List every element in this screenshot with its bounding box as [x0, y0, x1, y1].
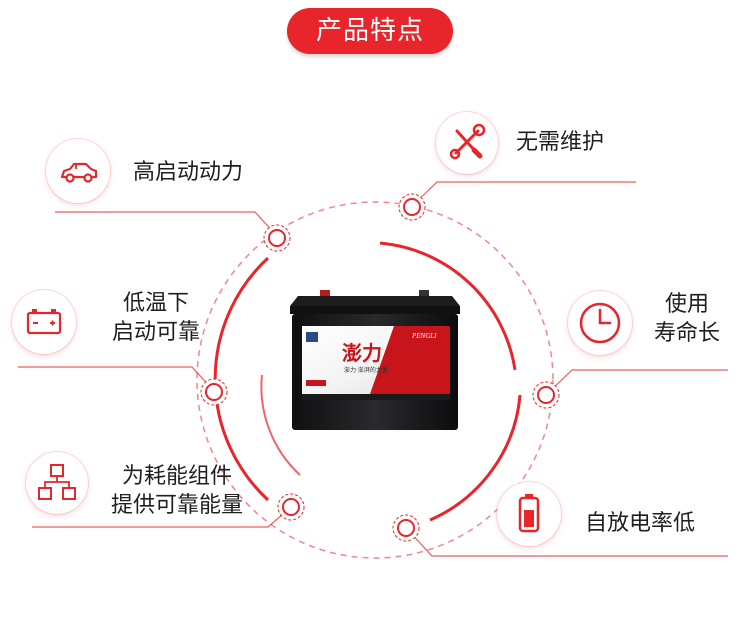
feature-label-line: 为耗能组件 [121, 464, 232, 489]
junction-node [263, 224, 291, 252]
battery-brand: 澎力 [342, 341, 382, 365]
ring-arc-inner-left [260, 374, 301, 476]
battery-label-logo [306, 332, 318, 342]
wrench-icon-badge [436, 112, 498, 174]
feature-label-line: 低温下 [122, 291, 189, 316]
battery-label-red-band [370, 326, 450, 394]
junction-node [398, 193, 426, 221]
components-icon [38, 464, 76, 500]
dashed-outer-ring [196, 201, 554, 559]
connector-clock [547, 369, 728, 394]
connector-car [55, 211, 277, 236]
terminal-post [419, 290, 429, 298]
feature-label-line: 自放电率低 [585, 511, 696, 536]
battery-brand-en: PENGLI [411, 332, 437, 340]
feature-label-line: 启动可靠 [111, 320, 200, 345]
terminal-post [320, 290, 330, 298]
connector-cell [407, 529, 728, 557]
junction-node [532, 381, 560, 409]
battery-footer [302, 394, 450, 400]
feature-label-line: 寿命长 [653, 321, 720, 346]
feature-label-power: 高启动动力 [133, 158, 243, 187]
battery-product-image: PENGLI 澎力 澎力·澎湃的力量 [290, 290, 460, 430]
battery-slogan: 澎力·澎湃的力量 [344, 366, 388, 374]
feature-label-cold-start: 低温下 启动可靠 [100, 289, 212, 347]
battery-lid-edge [290, 306, 460, 314]
wrench-screwdriver-icon [449, 123, 486, 160]
junction-node [277, 493, 305, 521]
ring-arc-upper-right [379, 241, 517, 371]
connector-wrench [412, 181, 636, 206]
battery-cell-icon [518, 494, 540, 533]
connector-battery [18, 366, 214, 391]
car-icon [60, 162, 98, 183]
title-badge: 产品特点 [287, 8, 453, 54]
ring-arc-lower-right [429, 394, 522, 522]
feature-label-line: 提供可靠能量 [110, 493, 243, 518]
battery-icon-badge [12, 290, 76, 354]
feature-label-self-discharge: 自放电率低 [585, 509, 695, 538]
feature-label-lifespan: 使用 寿命长 [645, 290, 729, 348]
car-icon-badge [46, 139, 110, 203]
junction-node [200, 378, 228, 406]
clock-icon-badge [568, 291, 632, 355]
cell-icon-badge [497, 482, 561, 546]
feature-label-line: 高启动动力 [133, 160, 244, 185]
battery-lid [290, 296, 460, 306]
clock-icon [579, 302, 621, 344]
components-icon-badge [26, 452, 88, 514]
feature-label-components: 为耗能组件 提供可靠能量 [102, 462, 252, 520]
feature-label-line: 使用 [664, 292, 709, 317]
battery-icon [26, 309, 62, 335]
feature-label-line: 无需维护 [516, 130, 605, 155]
battery-info-strip [306, 380, 326, 386]
junction-node [392, 514, 420, 542]
feature-label-maintenance: 无需维护 [516, 128, 604, 157]
